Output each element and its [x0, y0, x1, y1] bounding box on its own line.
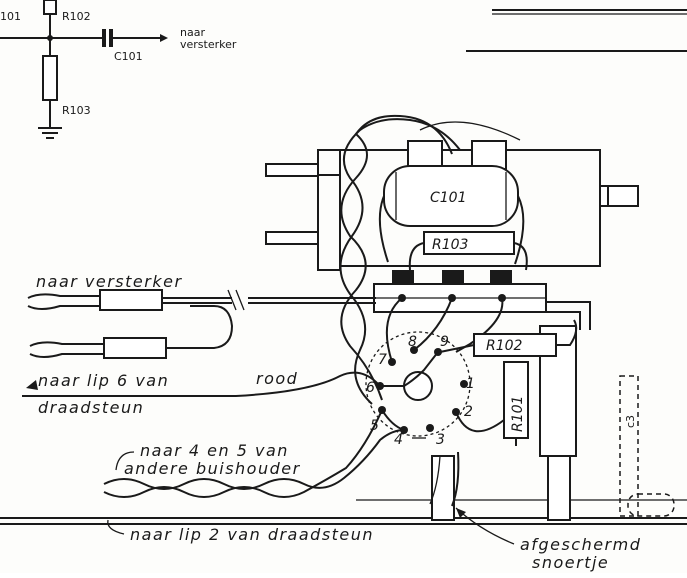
dashed-c3-part: c3 — [619, 375, 675, 517]
c101-schematic-label: C101 — [114, 50, 143, 63]
naar-lip6-label-1: naar lip 6 van — [38, 371, 169, 390]
naar-versterker-label: naar versterker — [36, 272, 183, 291]
pin-1 — [460, 380, 468, 388]
twisted-pair-down: naar 4 en 5 van andere buishouder — [103, 409, 405, 498]
terminal-lugs — [392, 270, 512, 284]
r102-label: R102 — [62, 10, 91, 23]
top-rails — [466, 9, 687, 52]
chassis — [265, 121, 639, 271]
out-label-1: naar — [180, 26, 205, 39]
naar-lip6-label-2: draadsteun — [38, 398, 144, 417]
schematic-fragment: 101 R102 C101 naar versterker R103 — [0, 0, 237, 139]
pin-label-7: 7 — [378, 352, 387, 368]
naar-lip2-label: naar lip 2 van draadsteun — [130, 525, 374, 544]
r101-component: R101 — [503, 361, 529, 446]
afgeschermd-label-2: snoertje — [532, 553, 609, 572]
draadsteun-base: naar lip 2 van draadsteun — [0, 451, 687, 544]
naar-4en5-label-2: andere buishouder — [124, 459, 301, 478]
pin-label-1: 1 — [466, 376, 475, 392]
r101-label: 101 — [0, 10, 21, 23]
r102-resistor — [43, 0, 57, 15]
pin-label-4: 4 — [394, 432, 403, 448]
versterker-plugs: naar versterker — [27, 272, 376, 359]
twisted-pair-up — [339, 114, 461, 405]
c101-label: C101 — [430, 190, 467, 206]
r103-label: R103 — [432, 237, 468, 253]
terminal-strip — [373, 283, 591, 457]
rood-label: rood — [256, 369, 298, 388]
r103-resistor — [42, 55, 58, 101]
pin-3 — [426, 424, 434, 432]
pin-label-8: 8 — [408, 334, 417, 350]
pin-label-6: 6 — [366, 380, 375, 396]
afgeschermd-label-group: afgeschermd snoertje — [455, 507, 641, 572]
r102-component: R102 — [439, 319, 578, 357]
tube-socket: 1 2 3 4 5 6 7 8 9 — [365, 297, 515, 448]
pin-label-9: 9 — [440, 334, 449, 350]
r102-label: R102 — [486, 338, 523, 354]
naar-4en5-label-1: naar 4 en 5 van — [140, 441, 289, 460]
c3-label: c3 — [624, 415, 637, 428]
afgeschermd-label-1: afgeschermd — [520, 535, 641, 554]
pin-label-3: 3 — [436, 432, 445, 448]
c101-component: C101 — [378, 165, 525, 265]
r103-component: R103 — [408, 231, 528, 271]
r103-schematic-label: R103 — [62, 104, 91, 117]
out-label-2: versterker — [180, 38, 237, 51]
lip6-wire: naar lip 6 van draadsteun rood — [22, 369, 381, 417]
pin-label-2: 2 — [464, 404, 473, 420]
r101-label: R101 — [510, 396, 526, 432]
